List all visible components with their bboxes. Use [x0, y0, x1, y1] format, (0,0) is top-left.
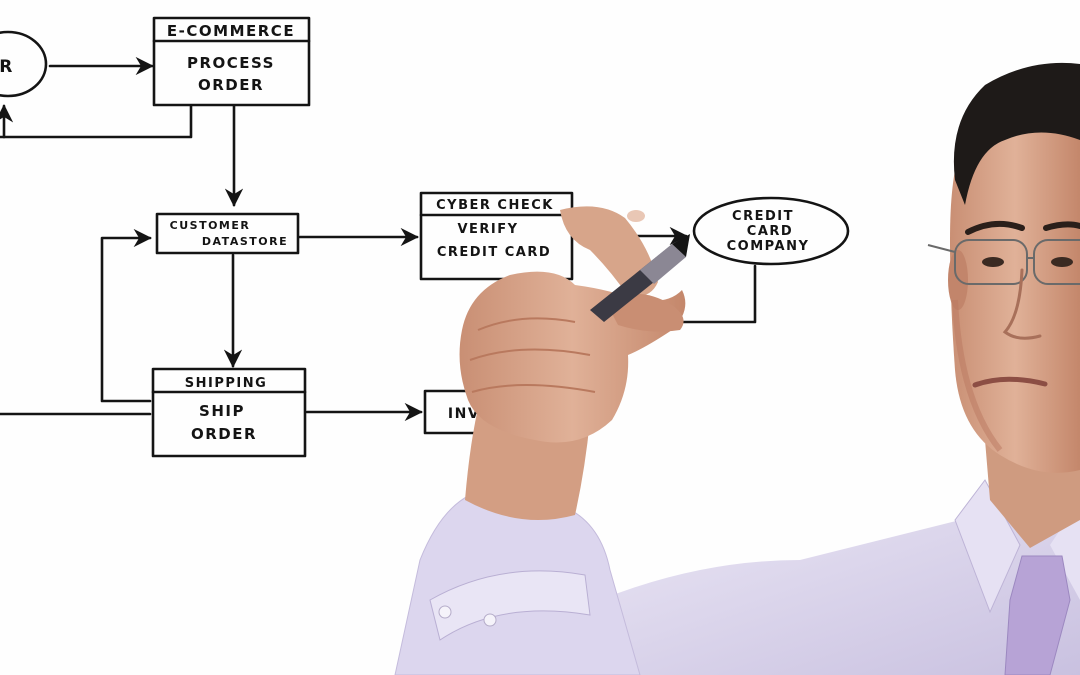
- line-ecommerce-loop-back: [0, 104, 193, 139]
- cyber-line1: VERIFY: [457, 222, 518, 237]
- credit-card-company-node: [692, 196, 850, 266]
- shipping-box: [151, 367, 307, 458]
- ecommerce-line1: PROCESS: [187, 54, 275, 72]
- flowchart-text: ER E-COMMERCE PROCESS ORDER CUSTOMER DAT…: [0, 22, 810, 443]
- shipping-header: SHIPPING: [185, 376, 268, 391]
- flowchart: [0, 16, 850, 458]
- hair: [953, 62, 1080, 206]
- cyber-line2: CREDIT CARD: [437, 245, 551, 260]
- shirt-cuff: [429, 570, 591, 641]
- customer-line2: DATASTORE: [202, 235, 288, 248]
- eyebrow-right: [1043, 221, 1080, 231]
- start-node: [0, 30, 48, 98]
- cyber-header: CYBER CHECK: [436, 198, 554, 213]
- customer-line1: CUSTOMER: [170, 219, 251, 232]
- head: [950, 99, 1080, 473]
- eyebrow-left: [965, 220, 1025, 235]
- man-figure: [560, 62, 1080, 675]
- shipping-line1: SHIP: [199, 402, 245, 420]
- shirt-collar: [954, 479, 1021, 614]
- start-node-label: ER: [0, 57, 14, 77]
- ecommerce-box: [152, 16, 311, 107]
- credit-line3: COMPANY: [727, 239, 810, 254]
- ecommerce-header: E-COMMERCE: [167, 22, 295, 40]
- customer-datastore-box: [155, 212, 300, 255]
- credit-line2: CARD: [747, 224, 793, 239]
- credit-line1: CREDIT: [732, 209, 794, 224]
- marker-pen-icon: [590, 234, 690, 322]
- tie: [1004, 555, 1071, 675]
- mouth: [972, 376, 1048, 388]
- arrow-shipping-to-customer: [100, 228, 152, 403]
- shipping-line2: ORDER: [191, 425, 257, 443]
- ecommerce-line2: ORDER: [198, 76, 264, 94]
- arm: [394, 400, 641, 675]
- shirt: [560, 500, 1080, 675]
- glasses: [927, 239, 1080, 285]
